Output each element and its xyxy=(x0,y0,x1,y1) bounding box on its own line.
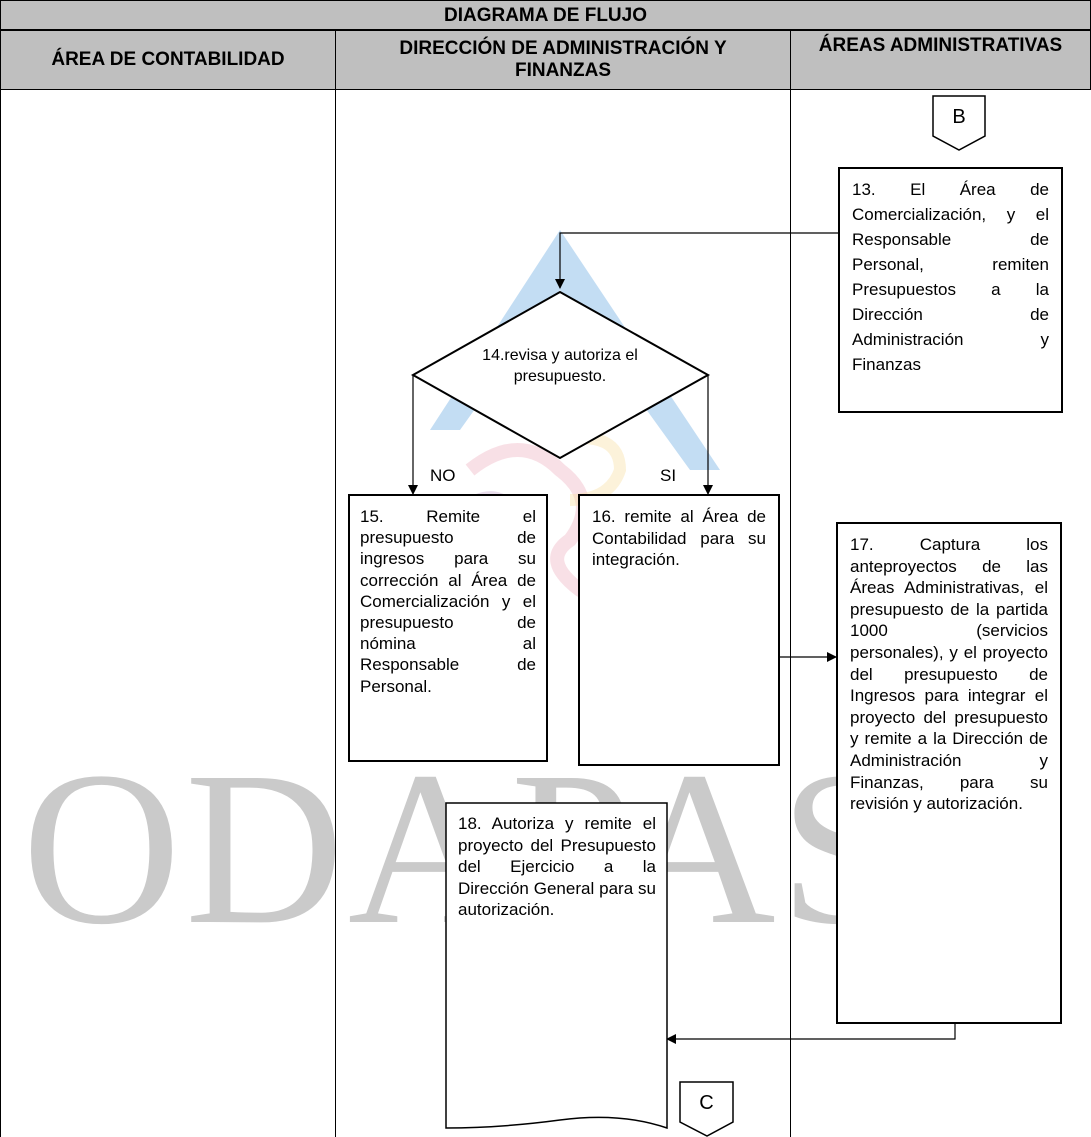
step-18-document-shape xyxy=(445,802,668,1130)
column-header-areas-admin: ÁREAS ADMINISTRATIVAS xyxy=(790,30,1091,90)
diagram-title: DIAGRAMA DE FLUJO xyxy=(0,0,1091,30)
arrow-17-to-18 xyxy=(666,1024,956,1044)
step-13-text: 13. El Área de Comercialización, y el Re… xyxy=(852,180,1049,374)
decision-no-label: NO xyxy=(430,466,456,485)
connector-c-shape xyxy=(679,1081,734,1137)
decision-yes-label: SI xyxy=(660,466,677,485)
step-16-box: 16. remite al Área de Contabilidad para … xyxy=(578,494,780,766)
column-header-direccion-label: DIRECCIÓN DE ADMINISTRACIÓN Y FINANZAS xyxy=(399,38,727,81)
column-header-contabilidad: ÁREA DE CONTABILIDAD xyxy=(0,30,336,90)
lane-divider-1 xyxy=(335,90,336,1137)
step-16-text: 16. remite al Área de Contabilidad para … xyxy=(592,507,766,569)
step-18-text: 18. Autoriza y remite el proyecto del Pr… xyxy=(458,814,656,920)
step-17-box: 17. Captura los anteproyectos de las Áre… xyxy=(836,522,1062,1024)
connector-c-label: C xyxy=(699,1092,714,1114)
step-14-text: 14.revisa y autoriza el presupuesto. xyxy=(482,347,638,385)
decision-14-shape xyxy=(410,290,711,460)
arrow-13-to-14 xyxy=(555,232,838,289)
lane-divider-left xyxy=(0,90,1,1137)
column-header-areas-admin-label: ÁREAS ADMINISTRATIVAS xyxy=(818,35,1063,56)
column-header-contabilidad-label: ÁREA DE CONTABILIDAD xyxy=(51,49,285,70)
step-13-box: 13. El Área de Comercialización, y el Re… xyxy=(838,167,1063,413)
step-15-text: 15. Remite el presupuesto de ingresos pa… xyxy=(360,507,536,696)
column-header-direccion: DIRECCIÓN DE ADMINISTRACIÓN Y FINANZAS xyxy=(335,30,791,90)
step-15-box: 15. Remite el presupuesto de ingresos pa… xyxy=(348,494,548,762)
step-17-text: 17. Captura los anteproyectos de las Áre… xyxy=(850,535,1048,814)
lane-divider-2 xyxy=(790,90,791,1137)
connector-b-label: B xyxy=(952,106,966,128)
connector-b-shape xyxy=(932,95,986,151)
